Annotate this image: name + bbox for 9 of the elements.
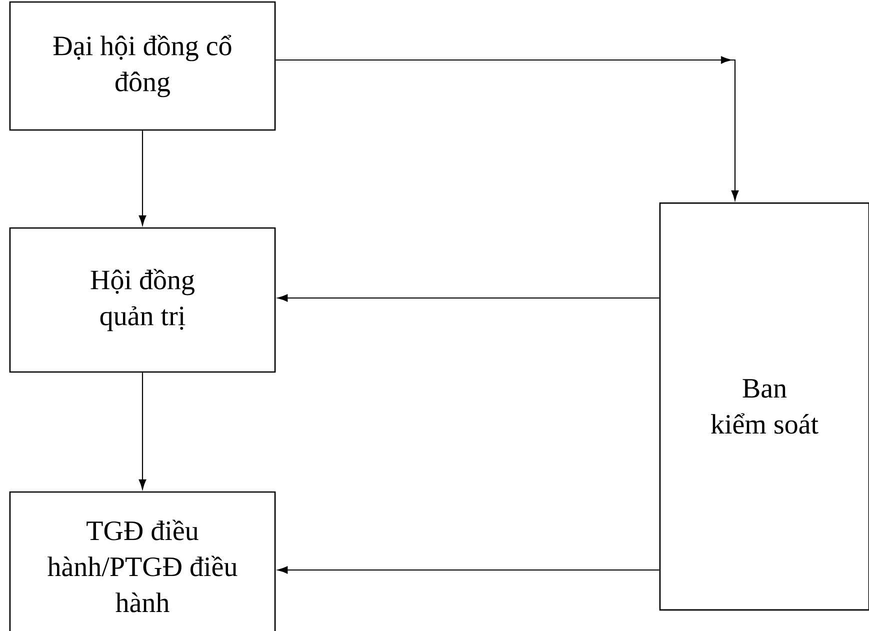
org-box: TGĐ điều hành/PTGĐ điều hành <box>9 491 276 631</box>
arrow <box>278 566 660 574</box>
arrow <box>138 372 146 490</box>
org-box: Đại hội đồng cổ đông <box>9 1 276 131</box>
arrow <box>276 56 739 200</box>
arrow <box>138 130 146 226</box>
org-box: Hội đồng quản trị <box>9 227 276 373</box>
arrow <box>278 294 660 302</box>
org-box: Ban kiểm soát <box>659 202 869 611</box>
